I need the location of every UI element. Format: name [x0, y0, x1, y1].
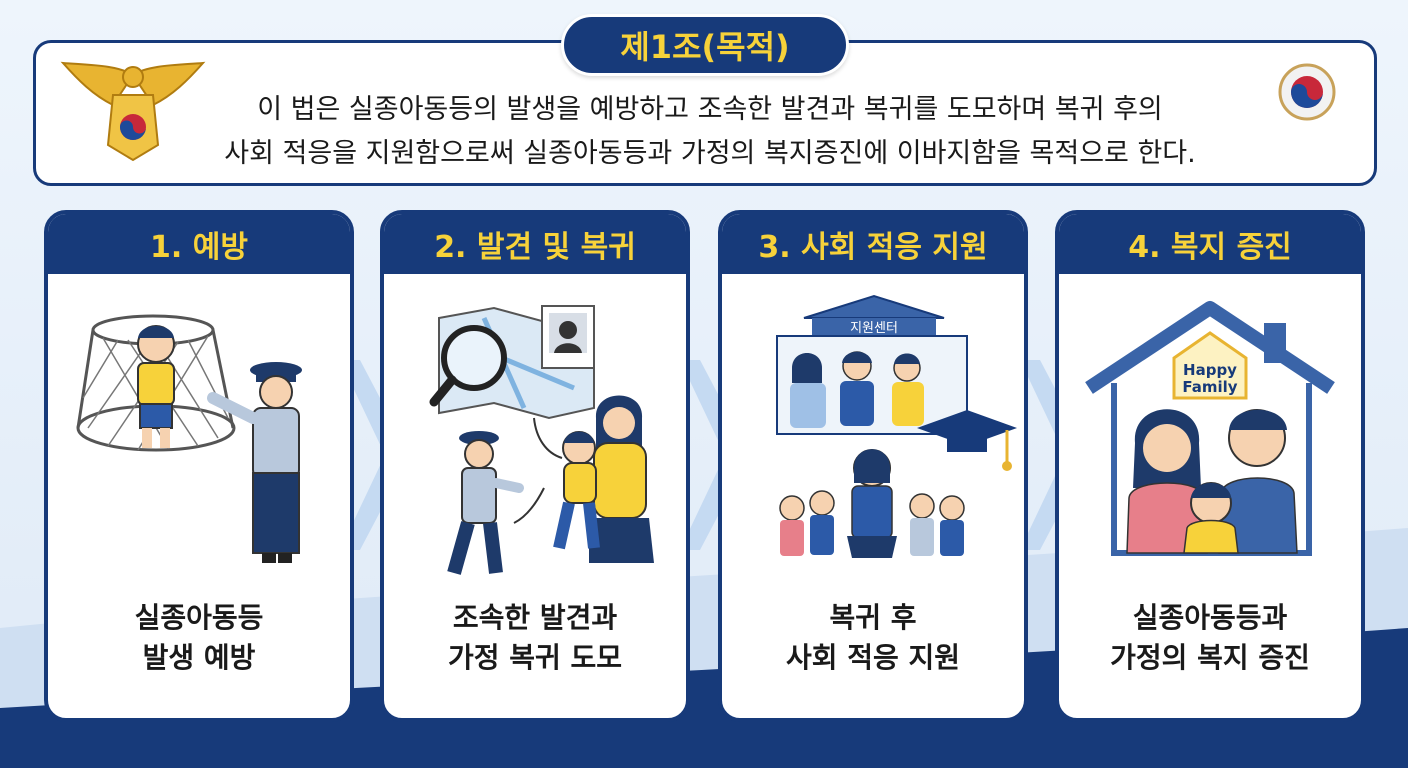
card-welfare: 4. 복지 증진 Happy Family 실종아동등과 가정의 복지 증진: [1055, 210, 1365, 722]
purpose-line-2: 사회 적응을 지원함으로써 실종아동등과 가정의 복지증진에 이바지함을 목적으…: [224, 138, 1196, 169]
adaptation-illustration: 지원센터: [776, 294, 1017, 558]
happy-family-sign: Happy Family: [1172, 331, 1248, 400]
family-text: Family: [1182, 378, 1237, 396]
card-social-adaptation: 3. 사회 적응 지원 지원센터: [718, 210, 1028, 722]
welfare-illustration: Happy Family: [1085, 301, 1335, 556]
magnifier-icon: [429, 325, 507, 407]
purpose-line-1: 이 법은 실종아동등의 발생을 예방하고 조속한 발견과 복귀를 도모하며 복귀…: [257, 94, 1163, 125]
card-prevention: 1. 예방 실종아동등 발생 예방: [44, 210, 354, 722]
caption-line-1: 조속한 발견과: [452, 601, 618, 634]
card-caption: 실종아동등 발생 예방: [48, 598, 350, 678]
caption-line-1: 실종아동등: [134, 601, 264, 634]
card-caption: 조속한 발견과 가정 복귀 도모: [384, 598, 686, 678]
caption-line-2: 가정의 복지 증진: [1110, 641, 1310, 674]
caption-line-2: 사회 적응 지원: [785, 641, 961, 674]
article-title: 제1조(목적): [561, 14, 849, 76]
card-caption: 실종아동등과 가정의 복지 증진: [1059, 598, 1361, 678]
card-title: 3. 사회 적응 지원: [722, 214, 1024, 274]
students-icon: [779, 449, 965, 558]
caption-line-1: 실종아동등과: [1132, 601, 1288, 634]
card-title: 4. 복지 증진: [1059, 214, 1361, 274]
prevention-illustration: [76, 314, 302, 563]
card-title: 1. 예방: [48, 214, 350, 274]
child-icon: [137, 325, 175, 448]
government-emblem-icon: [1278, 63, 1336, 121]
card-title: 2. 발견 및 복귀: [384, 214, 686, 274]
caption-line-1: 복귀 후: [829, 601, 917, 634]
police-emblem-icon: [60, 61, 206, 162]
id-photo-icon: [541, 305, 595, 369]
caption-line-2: 가정 복귀 도모: [447, 641, 623, 674]
support-center-sign: 지원센터: [850, 321, 898, 336]
graduation-cap-icon: [917, 410, 1017, 471]
happy-text: Happy: [1183, 361, 1237, 379]
police-officer-icon: [207, 362, 302, 563]
card-caption: 복귀 후 사회 적응 지원: [722, 598, 1024, 678]
discovery-illustration: [429, 305, 654, 575]
police-officer-icon: [447, 431, 524, 575]
support-center-building-icon: 지원센터: [776, 294, 968, 435]
caption-line-2: 발생 예방: [142, 641, 256, 674]
card-discovery-return: 2. 발견 및 복귀: [380, 210, 690, 722]
purpose-text: 이 법은 실종아동등의 발생을 예방하고 조속한 발견과 복귀를 도모하며 복귀…: [160, 88, 1260, 176]
mother-child-icon: [553, 395, 654, 563]
family-icon: [1126, 409, 1298, 554]
